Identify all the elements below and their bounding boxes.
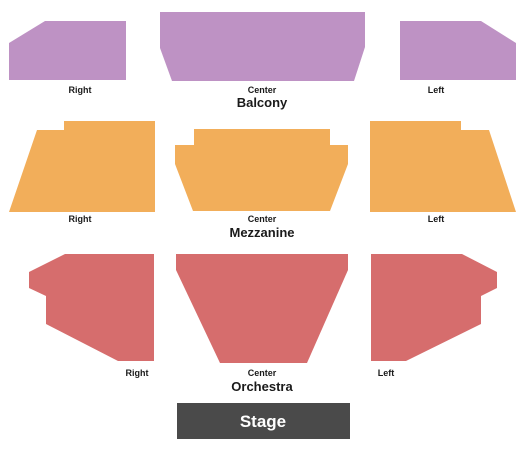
mezzanine-left-section[interactable]	[370, 121, 516, 212]
orchestra-left-section[interactable]	[371, 254, 497, 361]
orchestra-center-section[interactable]	[176, 254, 348, 363]
orchestra-center-label: Center	[248, 368, 277, 378]
stage-label: Stage	[240, 412, 286, 431]
stage-block	[177, 403, 350, 439]
mezzanine-tier-label: Mezzanine	[229, 225, 294, 240]
balcony-right-label: Right	[69, 85, 92, 95]
orchestra-tier-label: Orchestra	[231, 379, 293, 394]
mezzanine-right-label: Right	[69, 214, 92, 224]
mezzanine-center-label: Center	[248, 214, 277, 224]
balcony-left-label: Left	[428, 85, 445, 95]
balcony-center-section[interactable]	[160, 12, 365, 81]
balcony-right-section[interactable]	[9, 21, 126, 80]
balcony-left-section[interactable]	[400, 21, 516, 80]
mezzanine-right-section[interactable]	[9, 121, 155, 212]
mezzanine-center-section[interactable]	[175, 129, 348, 211]
mezzanine-left-label: Left	[428, 214, 445, 224]
balcony-tier-label: Balcony	[237, 95, 288, 110]
orchestra-right-section[interactable]	[29, 254, 154, 361]
balcony-center-label: Center	[248, 85, 277, 95]
orchestra-right-label: Right	[126, 368, 149, 378]
orchestra-left-label: Left	[378, 368, 395, 378]
